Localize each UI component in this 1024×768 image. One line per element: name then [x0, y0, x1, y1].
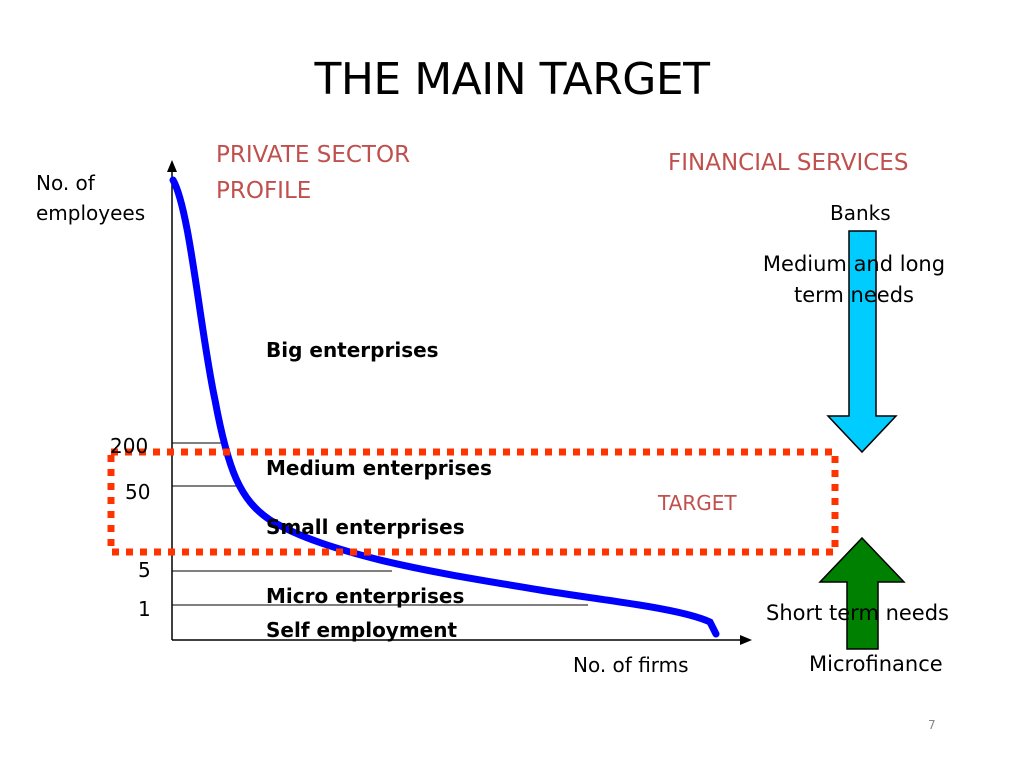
- profile-title-line2: PROFILE: [216, 178, 312, 204]
- microfinance-arrow: [818, 536, 906, 650]
- y-axis-arrowhead: [167, 160, 177, 172]
- x-axis-label: No. of firms: [573, 653, 689, 677]
- category-small-enterprises: Small enterprises: [266, 515, 465, 539]
- y-axis-label-line1: No. of: [36, 171, 95, 195]
- category-medium-enterprises: Medium enterprises: [266, 456, 492, 480]
- short-term-label: Short term needs: [766, 601, 950, 625]
- banks-arrow: [826, 230, 898, 454]
- medium-long-term-label-line1: Medium and long: [762, 252, 946, 276]
- profile-curve: [169, 176, 720, 638]
- financial-services-title: FINANCIAL SERVICES: [668, 150, 909, 176]
- tick-label-1: 1: [138, 597, 151, 621]
- x-axis-arrowhead: [740, 635, 752, 645]
- banks-label: Banks: [830, 201, 891, 225]
- target-label: TARGET: [658, 491, 737, 515]
- y-axis-label-line2: employees: [36, 201, 146, 225]
- category-micro-enterprises: Micro enterprises: [266, 584, 465, 608]
- tick-label-200: 200: [110, 434, 149, 458]
- tick-label-50: 50: [125, 480, 151, 504]
- target-box: [107, 448, 839, 556]
- category-self-employment: Self employment: [266, 618, 458, 642]
- page-number: 7: [928, 718, 936, 732]
- slide-title: THE MAIN TARGET: [314, 54, 710, 105]
- category-big-enterprises: Big enterprises: [266, 338, 439, 362]
- microfinance-label: Microfinance: [809, 652, 943, 676]
- medium-long-term-label-line2: term needs: [794, 283, 914, 307]
- profile-title-line1: PRIVATE SECTOR: [216, 142, 411, 168]
- tick-label-5: 5: [138, 558, 151, 582]
